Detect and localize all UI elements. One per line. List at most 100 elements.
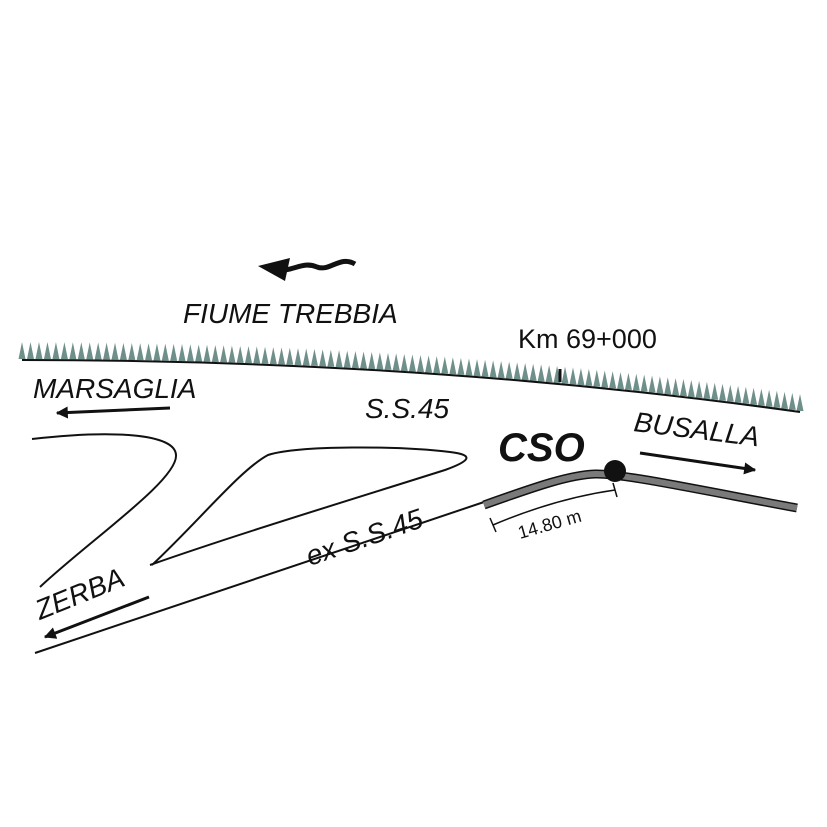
riverbank-hatch-mark [561, 366, 569, 384]
riverbank-hatch-mark [711, 382, 719, 400]
riverbank-hatch-mark [632, 373, 640, 391]
riverbank-hatch-mark [343, 350, 351, 368]
riverbank-hatch-mark [765, 389, 773, 407]
riverbank-hatch-mark [601, 370, 609, 388]
riverbank-hatch-mark [253, 346, 261, 364]
riverbank-hatch-mark [489, 360, 497, 378]
riverbank-hatch-mark [35, 342, 43, 360]
riverbank-hatch-mark [335, 350, 343, 368]
riverbank-hatch-mark [781, 391, 789, 409]
riverbank-hatch-mark [94, 342, 102, 360]
riverbank-hatch-mark [228, 345, 236, 363]
ss45-road-west [31, 433, 178, 588]
zerba-arrow-icon [43, 595, 150, 639]
riverbank-hatch-mark [261, 346, 269, 364]
riverbank-hatch-mark [441, 356, 449, 374]
riverbank-hatch-mark [26, 342, 34, 360]
riverbank-hatch-mark [384, 352, 392, 370]
riverbank-hatch-mark [77, 342, 85, 360]
riverbank-hatch-mark [195, 344, 203, 362]
riverbank-hatch-mark [609, 371, 617, 389]
riverbank-hatch-mark [788, 392, 796, 410]
riverbank-hatch-mark [319, 349, 327, 367]
riverbank-hatch-mark [695, 380, 703, 398]
riverbank-hatch-mark [368, 351, 376, 369]
riverbank-hatch-mark [244, 346, 252, 364]
riverbank-hatch-mark [294, 348, 302, 366]
riverbank-hatch-mark [449, 357, 457, 375]
riverbank-hatch-mark [672, 378, 680, 396]
riverbank-hatch-mark [220, 345, 228, 363]
riverbank-hatch-mark [624, 372, 632, 390]
riverbank-hatch-mark [719, 383, 727, 401]
riverbank-hatch-mark [734, 385, 742, 403]
riverbank-hatch-mark [457, 357, 465, 375]
riverbank-hatch-mark [585, 368, 593, 386]
riverbank-hatch-mark [664, 377, 672, 395]
riverbank-hatch-mark [617, 372, 625, 390]
riverbank-hatch-mark [529, 363, 537, 381]
riverbank-hatch-mark [170, 343, 178, 361]
riverbank-hatch-mark [465, 358, 473, 376]
riverbank-hatch-mark [69, 342, 77, 360]
riverbank-hatch-mark [286, 347, 294, 365]
riverbank-hatch-mark [656, 376, 664, 394]
riverbank-hatch-mark [505, 361, 513, 379]
riverbank-hatch-mark [203, 344, 211, 362]
riverbank [18, 342, 804, 413]
km-marker-label: Km 69+000 [518, 324, 657, 354]
riverbank-hatch-mark [545, 365, 553, 383]
riverbank-hatch-mark [757, 388, 765, 406]
riverbank-hatch-mark [773, 390, 781, 408]
riverbank-hatch-mark [392, 353, 400, 371]
river-label: FIUME TREBBIA [183, 298, 398, 329]
riverbank-hatch-mark [593, 369, 601, 387]
dimension-line [489, 482, 618, 533]
riverbank-hatch-mark [679, 379, 687, 397]
riverbank-hatches [18, 342, 804, 411]
cso-station-dot-icon [604, 460, 626, 482]
river-flow-arrow-icon [258, 258, 357, 281]
ss45-road-loop [149, 446, 468, 566]
riverbank-hatch-mark [186, 344, 194, 362]
dimension-label: 14.80 m [516, 506, 584, 543]
riverbank-hatch-mark [425, 355, 433, 373]
riverbank-hatch-mark [161, 343, 169, 361]
riverbank-hatch-mark [537, 364, 545, 382]
riverbank-hatch-mark [128, 342, 136, 360]
riverbank-hatch-mark [408, 354, 416, 372]
riverbank-hatch-mark [433, 356, 441, 374]
riverbank-hatch-mark [577, 368, 585, 386]
riverbank-hatch-mark [703, 381, 711, 399]
ss45-label: S.S.45 [365, 393, 449, 424]
riverbank-line [21, 359, 801, 413]
riverbank-hatch-mark [178, 344, 186, 362]
road-section [482, 470, 798, 511]
riverbank-hatch-mark [687, 379, 695, 397]
riverbank-hatch-mark [648, 375, 656, 393]
riverbank-hatch-mark [481, 359, 489, 377]
riverbank-hatch-mark [473, 359, 481, 377]
marsaglia-arrow-icon [55, 406, 171, 419]
riverbank-hatch-mark [327, 349, 335, 367]
riverbank-hatch-mark [376, 352, 384, 370]
riverbank-hatch-mark [211, 344, 219, 362]
riverbank-hatch-mark [103, 342, 111, 360]
riverbank-hatch-mark [400, 353, 408, 371]
riverbank-hatch-mark [726, 384, 734, 402]
riverbank-hatch-mark [640, 374, 648, 392]
riverbank-hatch-mark [310, 348, 318, 366]
riverbank-hatch-mark [119, 342, 127, 360]
riverbank-hatch-mark [136, 343, 144, 361]
riverbank-hatch-mark [742, 386, 750, 404]
riverbank-hatch-mark [360, 351, 368, 369]
riverbank-hatch-mark [18, 342, 26, 359]
ex-ss45-label: ex S.S.45 [302, 503, 427, 572]
cso-label: CSO [498, 426, 585, 470]
riverbank-hatch-mark [52, 342, 60, 360]
riverbank-hatch-mark [569, 367, 577, 385]
riverbank-hatch-mark [153, 343, 161, 361]
riverbank-hatch-mark [302, 348, 310, 366]
marsaglia-label: MARSAGLIA [33, 373, 196, 404]
